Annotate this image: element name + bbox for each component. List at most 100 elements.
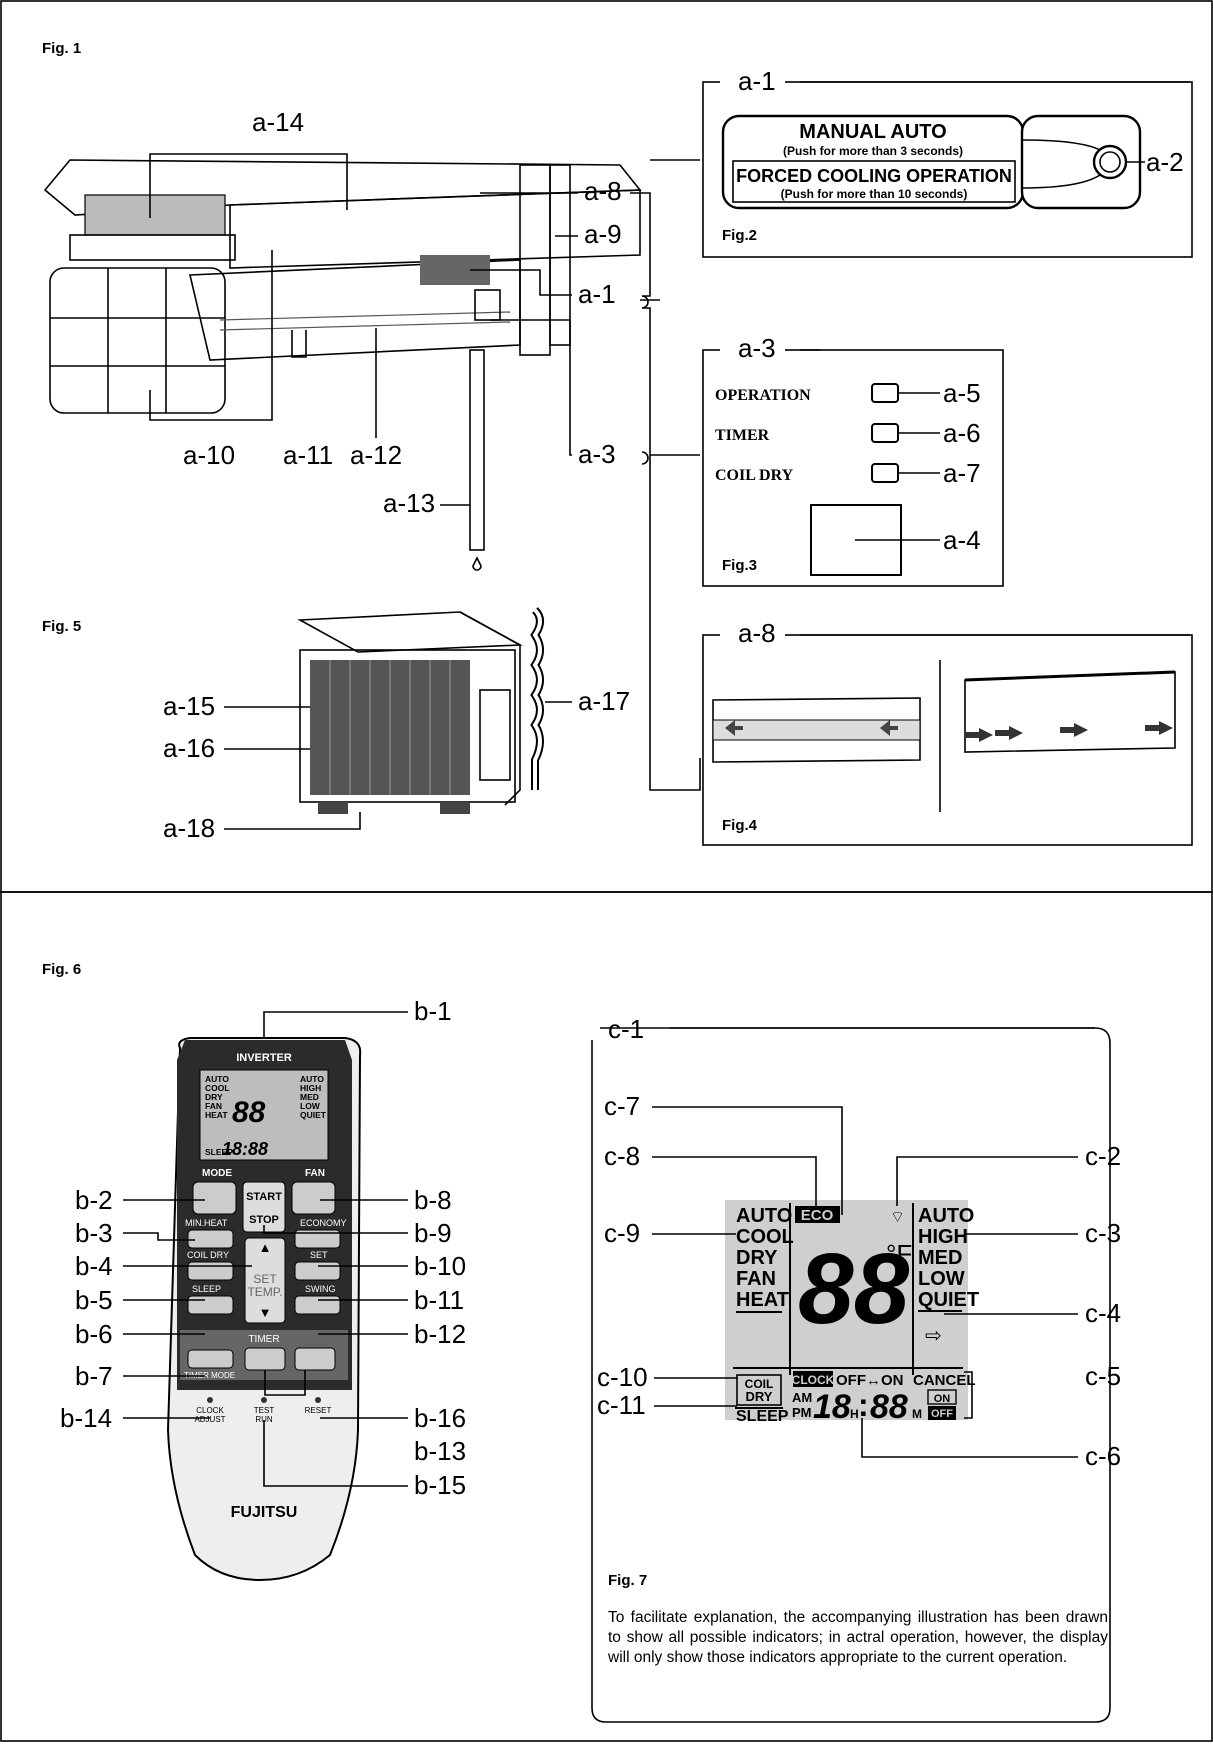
label-b3: b-3 [75, 1218, 113, 1248]
colon: : [858, 1387, 869, 1423]
timer-mode-text: TIMER MODE [184, 1371, 235, 1380]
pm-indicator: PM [792, 1405, 812, 1420]
label-a10: a-10 [183, 440, 235, 470]
outdoor-unit-illustration [297, 607, 544, 814]
timer-plus-button[interactable] [294, 1347, 336, 1371]
fig5-callouts: a-15 a-16 a-17 a-18 [163, 686, 630, 843]
label-b11: b-11 [414, 1285, 464, 1315]
economy-button[interactable] [294, 1229, 341, 1249]
label-a3: a-3 [578, 439, 616, 469]
svg-text:LOW: LOW [918, 1268, 965, 1290]
label-b15: b-15 [414, 1470, 466, 1500]
reset-button[interactable] [315, 1397, 321, 1403]
label-c11: c-11 [597, 1390, 646, 1420]
svg-text:AUTO: AUTO [736, 1205, 792, 1227]
label-a18: a-18 [163, 813, 215, 843]
label-b12: b-12 [414, 1319, 466, 1349]
min-heat-button[interactable] [187, 1229, 234, 1249]
label-a11: a-11 [283, 440, 333, 470]
label-c1: c-1 [608, 1014, 644, 1044]
svg-text:DRY: DRY [736, 1247, 778, 1269]
forced-cooling-text: FORCED COOLING OPERATION [736, 166, 1012, 186]
am-indicator: AM [792, 1390, 812, 1405]
label-c7: c-7 [604, 1091, 640, 1121]
remote-buttons: MODE FAN START STOP MIN.HEAT ECONOMY ▲ S… [180, 1168, 348, 1521]
label-b9: b-9 [414, 1218, 452, 1248]
remote-temp-digits: 88 [232, 1096, 266, 1129]
label-a8: a-8 [584, 176, 622, 206]
timer-text: TIMER [248, 1334, 279, 1345]
sleep-button[interactable] [187, 1295, 234, 1315]
svg-text:AUTO: AUTO [300, 1074, 324, 1084]
label-b16: b-16 [414, 1403, 466, 1433]
label-b4: b-4 [75, 1251, 113, 1281]
svg-text:COOL: COOL [205, 1083, 230, 1093]
off-indicator: OFF [931, 1408, 953, 1420]
timer-minus-button[interactable] [244, 1347, 286, 1371]
sleep-indicator: SLEEP [736, 1408, 789, 1425]
svg-text:COOL: COOL [736, 1226, 794, 1248]
remote-clock-digits: 18:88 [222, 1139, 268, 1159]
label-b1: b-1 [414, 996, 452, 1026]
label-b8: b-8 [414, 1185, 452, 1215]
manual-auto-sub: (Push for more than 3 seconds) [783, 144, 963, 158]
test-run-button[interactable] [261, 1397, 267, 1403]
svg-text:MED: MED [918, 1247, 962, 1269]
label-a17: a-17 [578, 686, 630, 716]
clock-adjust-button[interactable] [207, 1397, 213, 1403]
label-b5: b-5 [75, 1285, 113, 1315]
manual-auto-button-icon [1092, 144, 1128, 180]
coil-indicator: COIL [745, 1377, 774, 1391]
fig7-title: Fig. 7 [608, 1572, 647, 1589]
fig2-header: a-1 [738, 66, 776, 96]
fan-button[interactable] [291, 1181, 336, 1215]
fig2-title: Fig.2 [722, 227, 757, 244]
swing-icon: ⇨ [925, 1325, 942, 1347]
label-c8: c-8 [604, 1141, 640, 1171]
label-b2: b-2 [75, 1185, 113, 1215]
clock-text-1: CLOCK [196, 1406, 224, 1415]
stop-text: STOP [249, 1214, 279, 1226]
wifi-signal-icon: ⌔ [890, 1209, 905, 1226]
set-temp-button[interactable] [244, 1237, 286, 1324]
label-a9: a-9 [584, 219, 622, 249]
svg-text:LOW: LOW [300, 1101, 321, 1111]
mode-button[interactable] [192, 1181, 237, 1215]
cancel-indicator: CANCEL [913, 1372, 976, 1389]
svg-text:HIGH: HIGH [918, 1226, 968, 1248]
coil-dry-button[interactable] [187, 1261, 234, 1281]
fig5-title: Fig. 5 [42, 618, 81, 635]
test-text-1: TEST [254, 1406, 275, 1415]
label-a15: a-15 [163, 691, 215, 721]
label-a2: a-2 [1146, 147, 1184, 177]
svg-text:HIGH: HIGH [300, 1083, 321, 1093]
mode-list: AUTO COOL DRY FAN HEAT [736, 1205, 794, 1311]
forced-cooling-sub: (Push for more than 10 seconds) [781, 187, 968, 201]
svg-text:SLEEP: SLEEP [205, 1147, 233, 1157]
fig4-panel: a-8 Fig.4 [702, 618, 1193, 846]
min-heat-text: MIN.HEAT [185, 1218, 228, 1228]
label-b10: b-10 [414, 1251, 466, 1281]
operation-label: OPERATION [715, 387, 811, 404]
set-temp-text-2: TEMP. [247, 1285, 282, 1299]
fig2-panel: a-1 MANUAL AUTO (Push for more than 3 se… [702, 66, 1193, 258]
fig7-callouts: c-7 c-8 c-2 c-9 c-3 c-4 c-10 c-11 c-5 c-… [597, 1091, 1121, 1471]
swing-button[interactable] [294, 1295, 341, 1315]
clock-indicator: CLOCK [792, 1373, 835, 1387]
fan-list: AUTO HIGH MED LOW QUIET [918, 1205, 979, 1311]
label-c4: c-4 [1085, 1298, 1121, 1328]
remote-fan-text: FAN [305, 1168, 325, 1179]
temperature-unit: °F [886, 1239, 912, 1269]
svg-text:DRY: DRY [205, 1092, 223, 1102]
label-c9: c-9 [604, 1218, 640, 1248]
label-c2: c-2 [1085, 1141, 1121, 1171]
timer-mode-button[interactable] [187, 1349, 234, 1369]
label-b6: b-6 [75, 1319, 113, 1349]
label-a7: a-7 [943, 458, 981, 488]
timer-minute-digits: 88 [870, 1388, 908, 1426]
timer-hour-digits: 18 [813, 1388, 851, 1426]
remote-inverter-text: INVERTER [236, 1052, 292, 1064]
set-button[interactable] [294, 1261, 341, 1281]
